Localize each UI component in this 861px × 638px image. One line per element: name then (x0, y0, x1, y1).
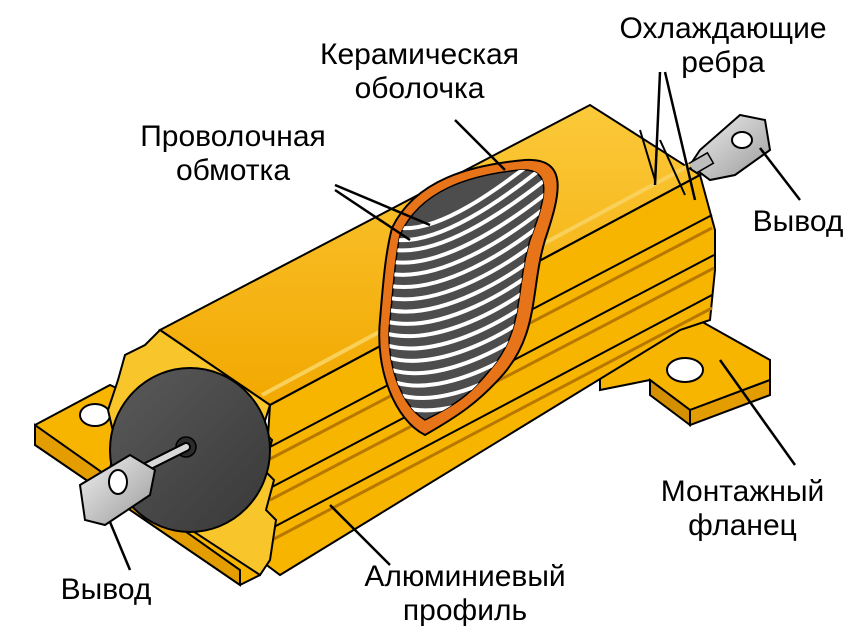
label-aluminum-profile: Алюминиевый профиль (364, 560, 566, 627)
leader-cooling-fins-2 (663, 71, 697, 201)
leader-wire-winding-2 (334, 188, 411, 242)
leader-terminal-left (108, 521, 132, 571)
leader-wire-winding-1 (334, 183, 431, 227)
leader-ceramic-shell (454, 119, 506, 171)
leader-terminal-right (759, 147, 801, 201)
leader-mounting-flange (718, 359, 797, 466)
leader-aluminum-profile (329, 504, 391, 566)
terminal-left (78, 442, 191, 527)
label-cooling-fins: Охлаждающие ребра (619, 12, 827, 79)
label-terminal-right: Вывод (752, 205, 844, 238)
label-wire-winding: Проволочная обмотка (140, 120, 326, 187)
label-ceramic-shell: Керамическая оболочка (320, 38, 519, 105)
leader-cooling-fins-1 (653, 71, 662, 186)
label-terminal-left: Вывод (60, 573, 152, 606)
leader-lines (108, 71, 801, 571)
label-mounting-flange: Монтажный фланец (660, 475, 825, 542)
terminal-right (687, 113, 772, 182)
